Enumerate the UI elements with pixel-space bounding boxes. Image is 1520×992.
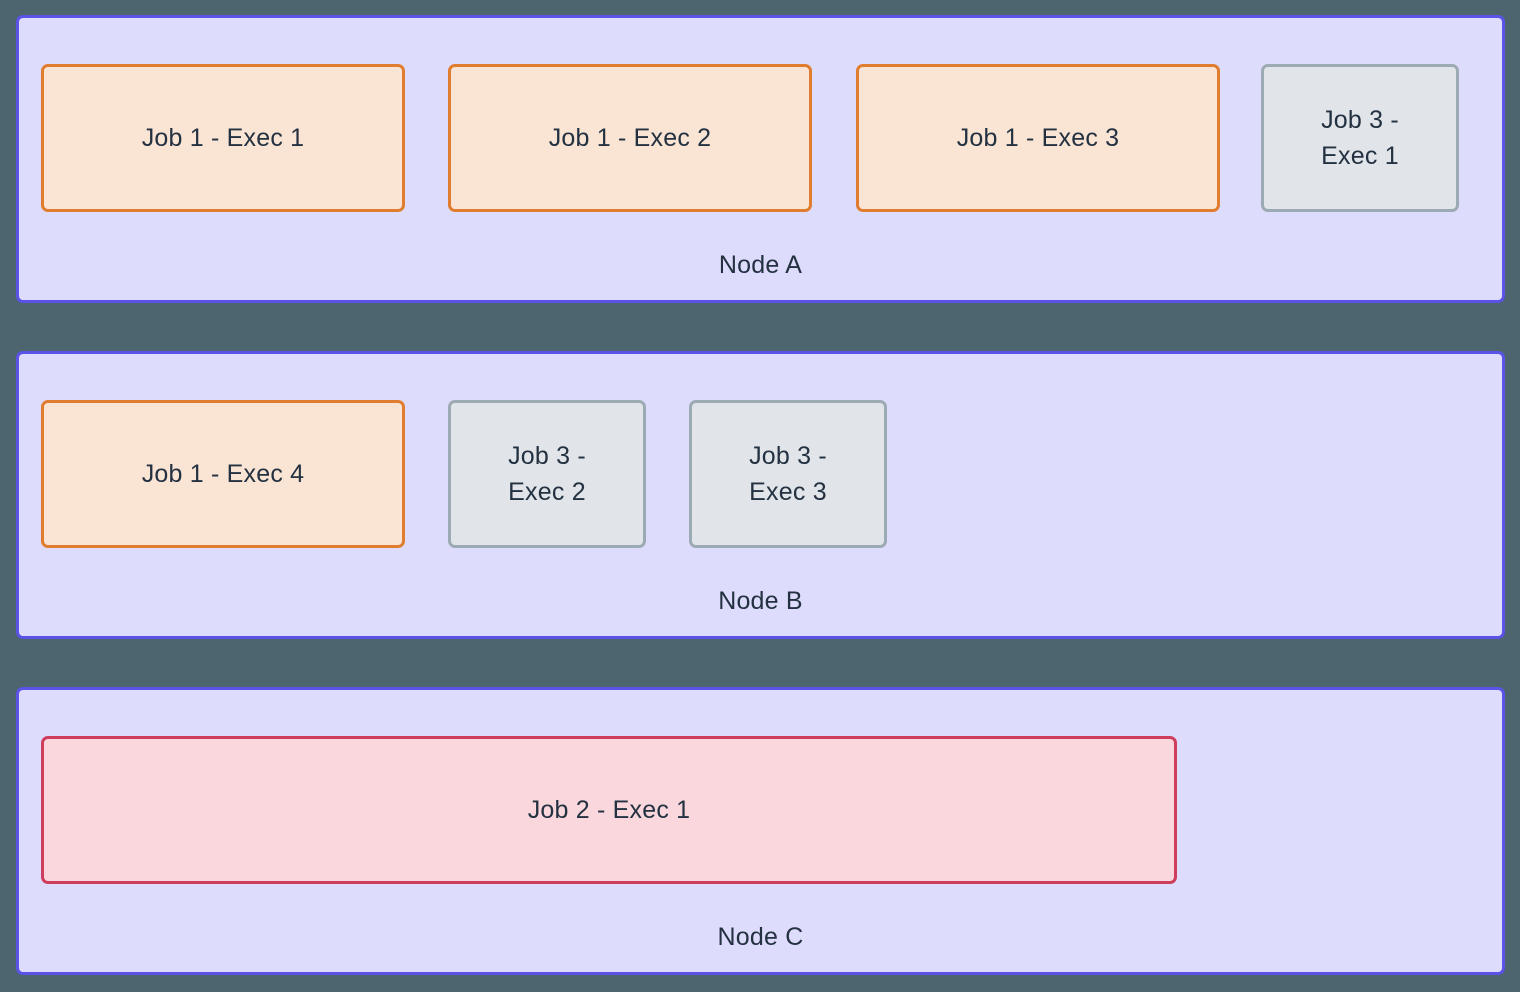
node-container-c[interactable]: Job 2 - Exec 1 Node C bbox=[16, 687, 1505, 975]
node-label-a: Node A bbox=[718, 251, 803, 279]
node-container-a[interactable]: Job 1 - Exec 1 Job 1 - Exec 2 Job 1 - Ex… bbox=[16, 15, 1505, 303]
task-job3-exec3[interactable]: Job 3 - Exec 3 bbox=[689, 400, 887, 548]
task-job1-exec2[interactable]: Job 1 - Exec 2 bbox=[448, 64, 812, 212]
task-job3-exec1[interactable]: Job 3 - Exec 1 bbox=[1261, 64, 1459, 212]
node-container-b[interactable]: Job 1 - Exec 4 Job 3 - Exec 2 Job 3 - Ex… bbox=[16, 351, 1505, 639]
node-label-b: Node B bbox=[718, 587, 803, 615]
task-job1-exec3[interactable]: Job 1 - Exec 3 bbox=[856, 64, 1220, 212]
node-label-c: Node C bbox=[717, 923, 804, 951]
task-job3-exec2[interactable]: Job 3 - Exec 2 bbox=[448, 400, 646, 548]
task-job2-exec1[interactable]: Job 2 - Exec 1 bbox=[41, 736, 1177, 884]
task-job1-exec4[interactable]: Job 1 - Exec 4 bbox=[41, 400, 405, 548]
task-job1-exec1[interactable]: Job 1 - Exec 1 bbox=[41, 64, 405, 212]
